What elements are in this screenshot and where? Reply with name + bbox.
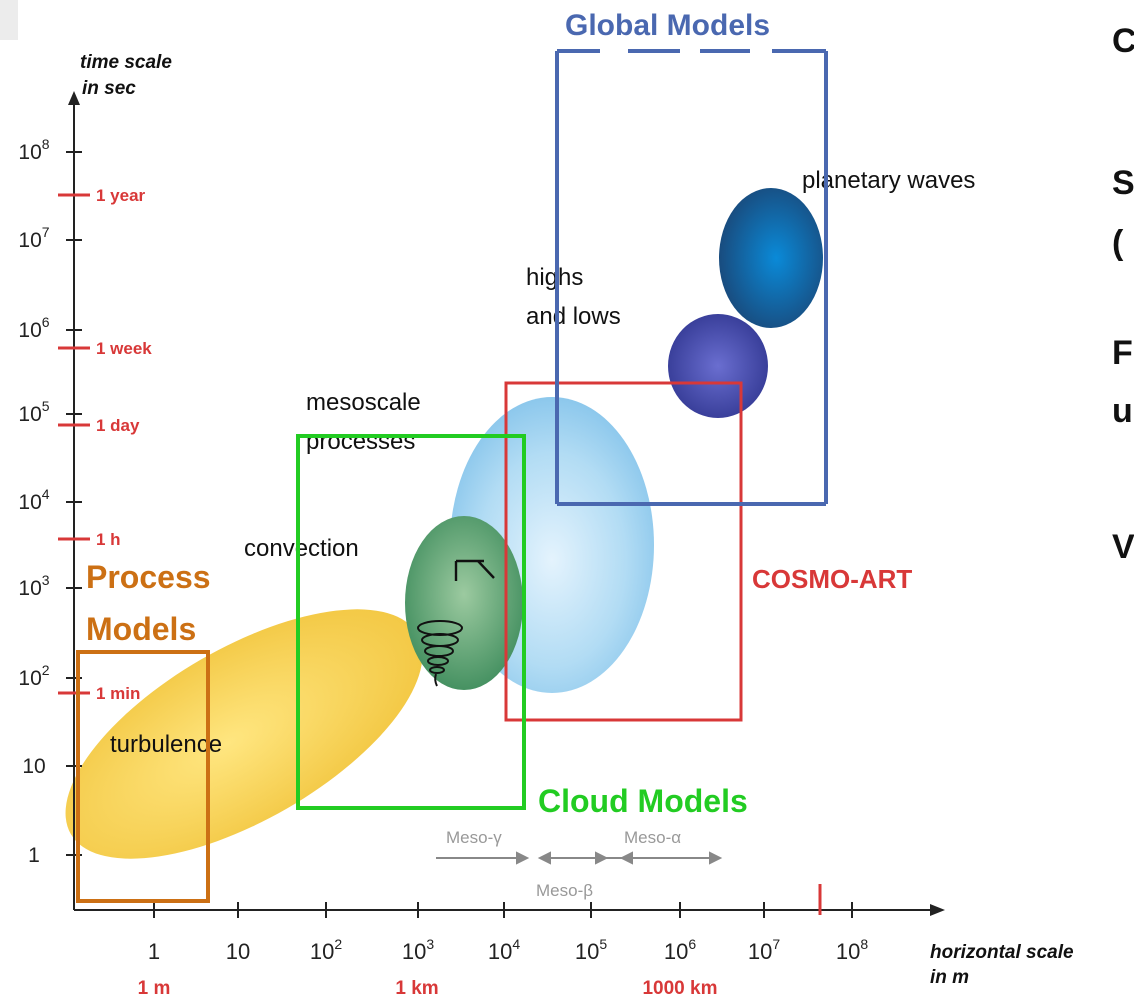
highs-lows-label-line2: and lows: [526, 303, 621, 330]
meso-beta-label: Meso-β: [536, 881, 593, 900]
meso-arrows: [436, 851, 723, 865]
mesoscale-label-line2: processes: [306, 428, 415, 455]
y-tick-label: 107: [18, 224, 49, 252]
mesoscale-label-line1: mesoscale: [306, 389, 421, 416]
x-tick-label: 107: [748, 936, 780, 964]
y-tick-label: 106: [18, 314, 49, 342]
planetary-waves-blob: [719, 188, 823, 328]
y-axis-title-line2: in sec: [82, 78, 136, 99]
y-tick-label: 103: [18, 572, 49, 600]
cloud-models-box: [296, 434, 526, 810]
cloud-models-label: Cloud Models: [538, 783, 748, 819]
corner-patch: [0, 0, 18, 40]
x-tick-label: 108: [836, 936, 868, 964]
x-tick-label: 10: [226, 939, 250, 964]
time-marker-label: 1 year: [96, 186, 146, 205]
y-tick-label: 104: [18, 486, 49, 514]
x-axis-title-line1: horizontal scale: [930, 942, 1074, 963]
time-marker-label: 1 h: [96, 530, 121, 549]
y-tick-label: 10: [22, 755, 45, 778]
clipped-text-2: S: [1112, 164, 1134, 202]
y-axis-arrowhead: [68, 91, 80, 105]
x-axis-title-line2: in m: [930, 967, 969, 988]
x-tick-label: 1: [148, 939, 160, 964]
distance-marker-label: 1 km: [395, 978, 438, 999]
time-marker-label: 1 min: [96, 684, 140, 703]
y-axis-title-line1: time scale: [80, 52, 172, 73]
distance-marker-label: 1000 km: [642, 978, 717, 999]
front-icon: [454, 559, 495, 581]
highs-lows-blob: [668, 314, 768, 418]
time-marker-label: 1 day: [96, 416, 140, 435]
clipped-text-1: C: [1112, 22, 1134, 60]
x-tick-label: 106: [664, 936, 696, 964]
x-tick-label: 102: [310, 936, 342, 964]
turbulence-blob: [65, 609, 423, 859]
x-axis-arrowhead: [930, 904, 945, 916]
tornado-icon: [417, 620, 463, 687]
x-tick-label: 103: [402, 936, 434, 964]
cosmo-art-label: COSMO-ART: [752, 564, 912, 594]
y-tick-label: 108: [18, 136, 49, 164]
time-marker-label: 1 week: [96, 339, 152, 358]
process-models-label-line1: Process: [86, 559, 211, 595]
turbulence-label: turbulence: [110, 731, 222, 758]
clipped-text-6: V: [1112, 528, 1134, 566]
y-tick-label: 105: [18, 398, 49, 426]
x-tick-label: 104: [488, 936, 520, 964]
meso-gamma-label: Meso-γ: [446, 828, 502, 847]
process-models-label-line2: Models: [86, 611, 196, 647]
meso-alpha-label: Meso-α: [624, 828, 681, 847]
clipped-text-3: (: [1112, 224, 1124, 262]
convection-label: convection: [244, 535, 359, 562]
x-tick-label: 105: [575, 936, 607, 964]
clipped-text-4: F: [1112, 334, 1133, 372]
cosmo-art-box: [504, 381, 743, 722]
distance-marker-label: 1 m: [138, 978, 171, 999]
global-models-box: [555, 49, 828, 506]
y-tick-label: 102: [18, 662, 49, 690]
global-models-label: Global Models: [565, 9, 770, 42]
clipped-text-5: u: [1112, 392, 1133, 430]
process-models-box: [76, 650, 210, 903]
y-tick-label: 1: [28, 844, 40, 867]
planetary-waves-label: planetary waves: [802, 167, 975, 194]
highs-lows-label-line1: highs: [526, 264, 583, 291]
